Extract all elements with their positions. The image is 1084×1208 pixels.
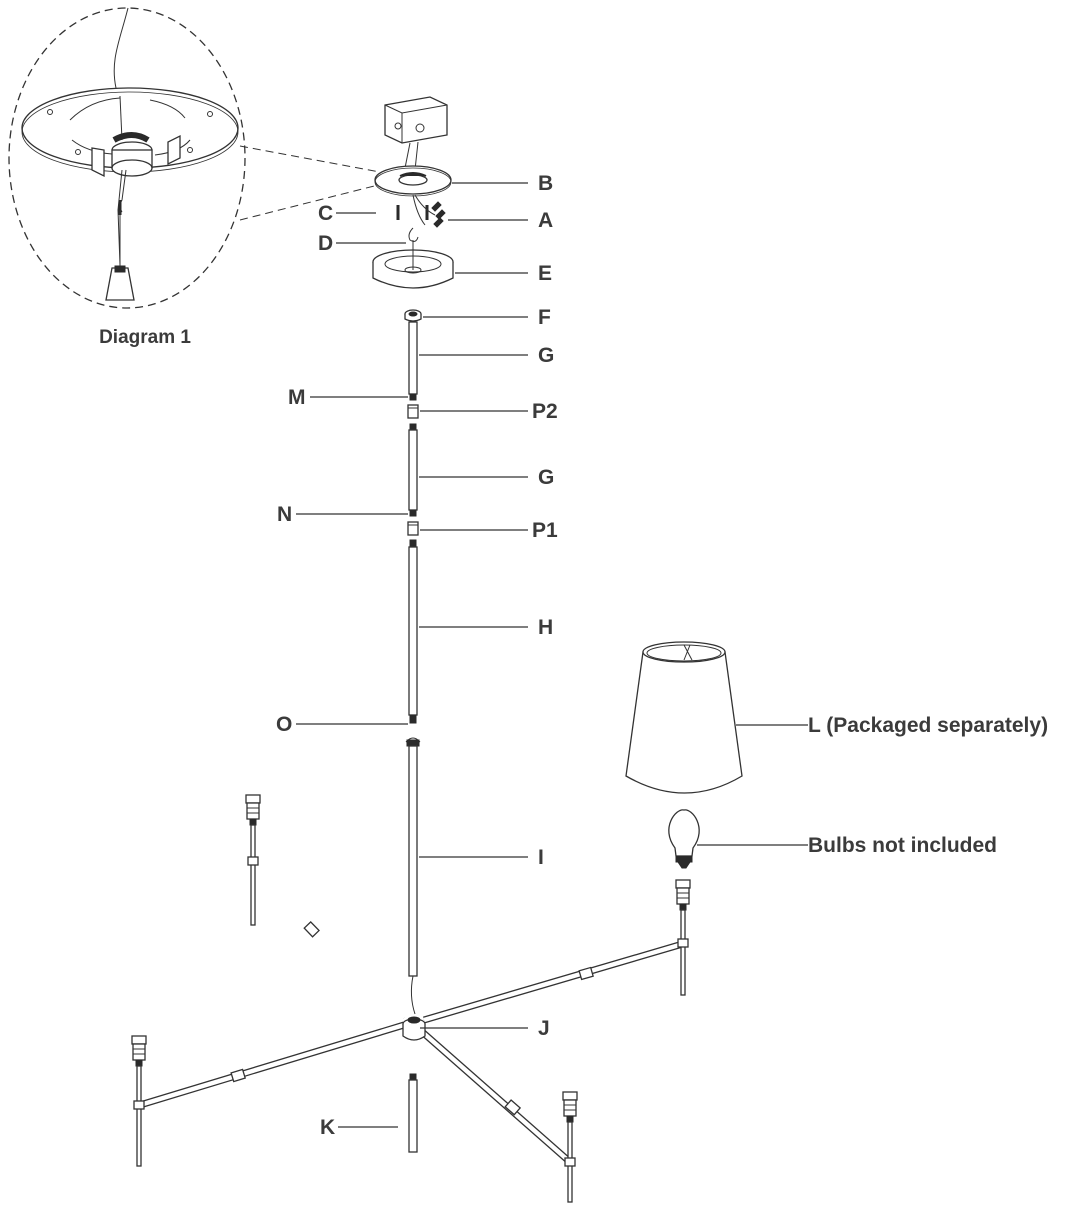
bulb-icon [668,809,700,869]
lampshade-L [625,641,743,794]
label-G-upper: G [538,344,554,367]
junction-box [384,96,448,171]
loop-D [408,227,419,250]
label-P2: P2 [532,400,558,423]
label-D: D [318,232,333,255]
label-B: B [538,172,553,195]
label-E: E [538,262,552,285]
inset-caption: Diagram 1 [99,327,191,348]
label-M: M [288,386,306,409]
label-G-lower: G [538,466,554,489]
label-bulbs: Bulbs not included [808,834,997,857]
label-P1: P1 [532,519,558,542]
stem-G-upper [408,321,418,401]
socket-lower-right [562,1091,578,1203]
label-J: J [538,1017,550,1040]
label-O: O [276,713,292,736]
label-C: C [318,202,333,225]
canopy-E [372,249,454,289]
chandelier-arms [138,860,687,1165]
label-N: N [277,503,292,526]
stem-G-lower [408,423,418,517]
socket-upper-right [675,879,691,996]
label-K: K [320,1116,335,1139]
coupler-P1 [407,521,419,536]
diagram-1-inset: Diagram 1 [8,7,383,348]
hub-J [402,1016,426,1041]
label-F: F [538,306,551,329]
screw-C [396,205,429,220]
stem-H [408,539,418,724]
wire-nuts-A [412,194,446,228]
socket-upper-left [245,794,261,926]
finial-K [408,1073,418,1153]
label-I: I [538,846,544,869]
label-A: A [538,209,553,232]
label-H: H [538,616,553,639]
coupler-P2 [407,404,419,419]
socket-lower-left [131,1035,147,1167]
mounting-plate-B [374,165,452,197]
collar-F [404,309,422,322]
stem-I [405,737,421,1015]
label-L: L (Packaged separately) [808,714,1048,737]
